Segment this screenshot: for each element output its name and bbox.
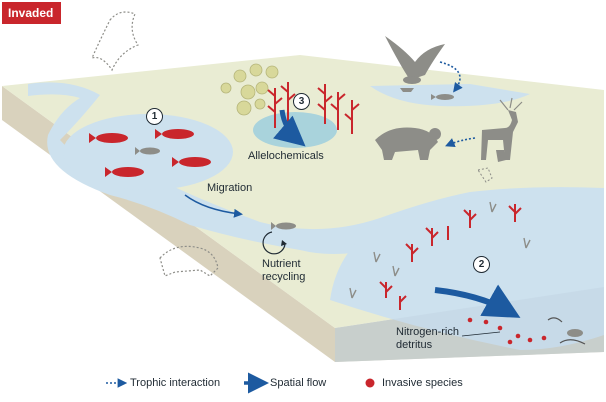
recycling-arrow-icon xyxy=(262,231,286,255)
lower-lake-water-side xyxy=(335,287,604,362)
trees xyxy=(220,63,279,116)
marker-1: 1 xyxy=(146,108,163,125)
legend-spatial-flow: Spatial flow xyxy=(270,377,326,389)
invasive-plants-pond xyxy=(267,82,360,134)
marker-2: 2 xyxy=(473,256,490,273)
legend-trophic-interaction: Trophic interaction xyxy=(130,377,220,389)
legend-invasive-glyph xyxy=(365,378,375,388)
ghost-bird-outline xyxy=(90,11,139,72)
ghost-bear-outline xyxy=(159,245,219,277)
ghost-fawn-outline xyxy=(477,167,493,183)
deer xyxy=(481,97,523,162)
trophic-arrow-bear xyxy=(445,137,476,147)
lake-invertebrates xyxy=(547,317,586,345)
salmon-group xyxy=(89,129,211,177)
bear xyxy=(375,127,441,160)
lake-fish xyxy=(431,94,454,100)
native-plants xyxy=(349,201,531,299)
marker-3: 3 xyxy=(293,93,310,110)
nutrient-recycling-label: Nutrient recycling xyxy=(262,258,306,283)
legend-spatial-label: Spatial flow xyxy=(270,377,327,389)
legend-invasive-label: Invasive species xyxy=(382,377,463,389)
lake-flow-arrow xyxy=(434,284,521,318)
legend-trophic-label: Trophic interaction xyxy=(130,377,221,389)
recycling-arrow-head xyxy=(281,240,287,246)
recycling-fish xyxy=(271,222,296,230)
nitrogen-rich-detritus-label: Nitrogen-rich detritus xyxy=(396,326,459,351)
detritus-dots xyxy=(467,317,547,345)
invaded-badge: Invaded xyxy=(2,2,62,24)
invasive-plants-lake xyxy=(379,204,522,310)
pond-flow-arrow xyxy=(273,109,306,147)
trophic-arrow-eagle xyxy=(439,61,463,93)
legend-invasive-species: Invasive species xyxy=(382,377,463,389)
migration-label: Migration xyxy=(207,182,253,194)
detritus-leader-line xyxy=(461,331,501,337)
allelochemicals-label: Allelochemicals xyxy=(248,150,324,162)
eagle xyxy=(385,36,445,92)
migration-arrow xyxy=(184,194,243,218)
